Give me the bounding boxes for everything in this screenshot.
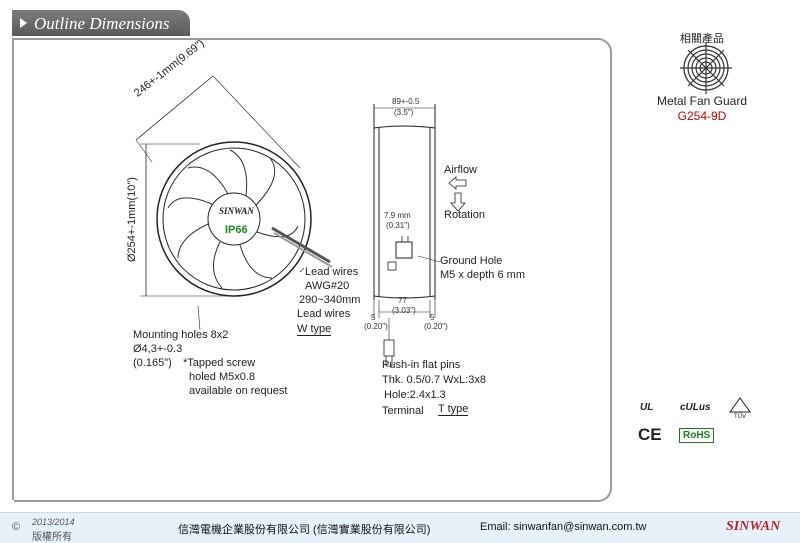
brand-logo: SINWAN xyxy=(726,519,781,534)
fan-side-view xyxy=(373,104,467,367)
ground-hole-spec-label: M5 x depth 6 mm xyxy=(440,269,525,281)
push-in-pins-label: Push-in flat pins xyxy=(382,359,461,371)
tapped-holed-label: holed M5x0.8 xyxy=(189,371,256,383)
depth-inch-label: (3.5") xyxy=(394,108,414,117)
mounting-inch-label: (0.165") xyxy=(133,357,172,369)
related-product-model[interactable]: G254-9D xyxy=(677,109,727,123)
dim-5-left-label: 5 xyxy=(371,313,376,322)
panel-border-left xyxy=(12,38,14,500)
dim-5-right-inch-label: (0.20") xyxy=(424,322,448,331)
related-product-name[interactable]: Metal Fan Guard xyxy=(656,94,748,108)
dim-5-right-label: 5 xyxy=(430,313,435,322)
terminal-label: Terminal xyxy=(382,405,424,417)
dim-77-inch-label: (3.03") xyxy=(392,306,416,315)
airflow-label: Airflow xyxy=(444,164,478,176)
wire-length-label: 290~340mm xyxy=(299,294,361,306)
company-name: 信灣電機企業股份有限公司 (信灣實業股份有限公司) xyxy=(178,524,431,536)
dimensions-panel xyxy=(14,38,612,502)
pin-spacing-label: 7.9 mm xyxy=(384,211,411,220)
tuv-icon xyxy=(729,397,751,413)
rights-reserved: 版權所有 xyxy=(32,532,72,543)
t-type-label: T type xyxy=(438,403,469,416)
ip66-badge: IP66 xyxy=(225,224,248,236)
rohs-icon: RoHS xyxy=(679,428,715,443)
tuv-label: TÜV xyxy=(734,414,746,420)
pin-hole-label: Hole:2.4x1.3 xyxy=(384,389,446,401)
tapped-screw-label: *Tapped screw xyxy=(183,357,256,369)
mounting-holes-label: Mounting holes 8x2 xyxy=(133,329,229,341)
w-type-label: W type xyxy=(297,323,332,336)
outline-drawing xyxy=(135,42,751,413)
height-dimension-label: Ø254+-1mm(10") xyxy=(126,177,138,262)
ground-hole-label: Ground Hole xyxy=(440,255,503,267)
ce-icon: CE xyxy=(638,425,662,444)
mounting-diameter-label: Ø4,3+-0.3 xyxy=(133,343,183,355)
lead-wires-label: Lead wires xyxy=(305,266,359,278)
awg-label: AWG#20 xyxy=(305,280,350,292)
section-title: Outline Dimensions xyxy=(34,14,170,33)
fan-front-view xyxy=(135,75,333,331)
footer: © 2013/2014 版權所有 信灣電機企業股份有限公司 (信灣實業股份有限公… xyxy=(0,512,800,543)
pin-spacing-inch-label: (0.31") xyxy=(386,221,410,230)
sinwan-logo-label: SINWAN xyxy=(219,206,254,216)
rotation-label: Rotation xyxy=(444,209,485,221)
depth-label: 89+-0.5 xyxy=(392,97,420,106)
lead-wires-label-2: Lead wires xyxy=(297,308,351,320)
arrow-icon xyxy=(20,18,27,28)
dim-5-left-inch-label: (0.20") xyxy=(364,322,388,331)
section-header: Outline Dimensions xyxy=(12,10,190,36)
ul-icon: UL xyxy=(640,402,654,413)
contact-email[interactable]: Email: sinwanfan@sinwan.com.tw xyxy=(480,521,647,533)
related-products-title: 相關產品 xyxy=(680,33,724,45)
copyright-icon: © xyxy=(12,521,21,533)
fan-guard-image xyxy=(680,42,732,94)
copyright-years: 2013/2014 xyxy=(32,517,75,527)
cul-icon: cULus xyxy=(680,402,711,413)
pin-thickness-label: Thk. 0.5/0.7 WxL:3x8 xyxy=(382,374,486,386)
tapped-available-label: available on request xyxy=(189,385,288,397)
dim-77-label: 77 xyxy=(398,296,407,305)
